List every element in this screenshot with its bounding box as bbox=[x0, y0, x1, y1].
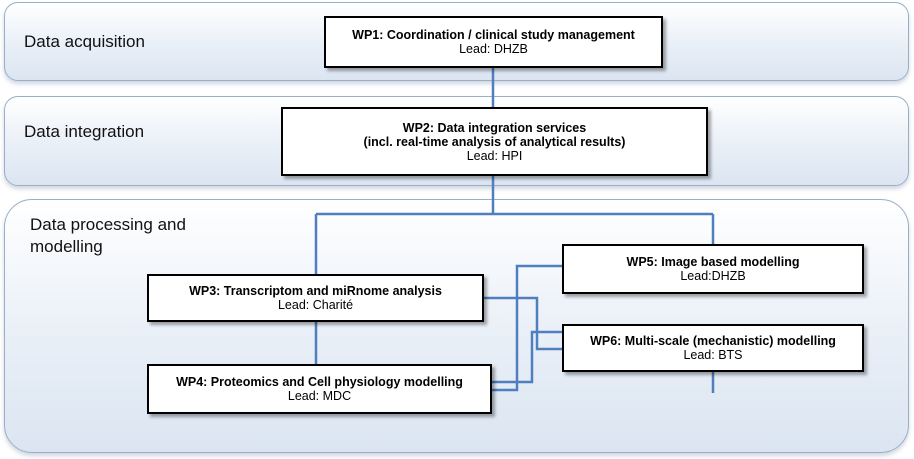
wp6-title: WP6: Multi-scale (mechanistic) modelling bbox=[590, 334, 836, 348]
wp3-title: WP3: Transcriptom and miRnome analysis bbox=[189, 284, 442, 298]
wp1-title: WP1: Coordination / clinical study manag… bbox=[352, 28, 635, 42]
wp4-box: WP4: Proteomics and Cell physiology mode… bbox=[147, 364, 492, 414]
connector-wp4-wp5 bbox=[492, 264, 562, 392]
wp2-box: WP2: Data integration services (incl. re… bbox=[281, 107, 708, 176]
wp3-box: WP3: Transcriptom and miRnome analysis L… bbox=[147, 274, 484, 322]
connector-wp3-wp6 bbox=[484, 296, 562, 351]
wp2-title-line2: (incl. real-time analysis of analytical … bbox=[363, 134, 626, 149]
layer-title-integration: Data integration bbox=[24, 122, 145, 141]
wp5-lead: Lead:DHZB bbox=[680, 269, 746, 283]
wp6-box: WP6: Multi-scale (mechanistic) modelling… bbox=[562, 324, 864, 372]
wp4-lead: Lead: MDC bbox=[287, 389, 352, 403]
layer-title-processing-line1: Data processing and bbox=[30, 215, 186, 234]
wp2-lead: Lead: HPI bbox=[466, 148, 523, 163]
wp1-box: WP1: Coordination / clinical study manag… bbox=[324, 16, 663, 68]
wp2-title-line1: WP2: Data integration services bbox=[402, 120, 587, 135]
connector-wp4-wp6 bbox=[492, 330, 562, 384]
layer-title-processing-line2: modelling bbox=[30, 237, 103, 256]
layer-title-acquisition: Data acquisition bbox=[24, 32, 145, 51]
wp4-title: WP4: Proteomics and Cell physiology mode… bbox=[176, 375, 463, 389]
wp5-title: WP5: Image based modelling bbox=[626, 255, 800, 269]
wp3-lead: Lead: Charité bbox=[277, 298, 354, 312]
wp6-lead: Lead: BTS bbox=[683, 348, 743, 362]
wp5-box: WP5: Image based modelling Lead:DHZB bbox=[562, 244, 864, 294]
wp1-lead: Lead: DHZB bbox=[459, 42, 528, 56]
